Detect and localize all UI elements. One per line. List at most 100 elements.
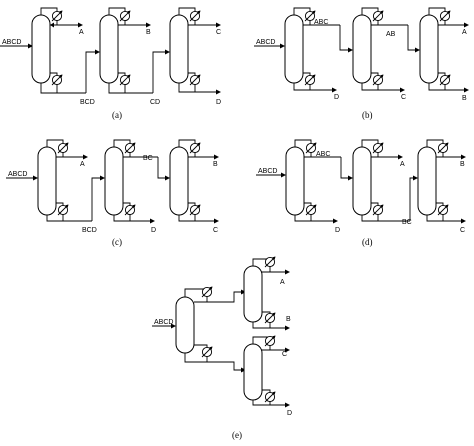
distillation-column [104, 146, 124, 216]
panel-a: ABCD A BCD B [0, 7, 221, 120]
feed-label-a1: ABCD [2, 39, 21, 46]
link-label-b2: AB [386, 31, 396, 38]
bottom-product-label-b2: C [401, 94, 406, 101]
bottom-product-label-c3: C [213, 227, 218, 234]
distillation-column [352, 146, 372, 216]
link-label-a1: BCD [80, 99, 95, 106]
panel-c: ABCD A BCD D BC [6, 139, 219, 247]
reboiler-icon [437, 204, 449, 216]
reboiler-icon [189, 204, 201, 216]
reboiler-icon [189, 74, 201, 86]
condenser-icon [189, 10, 201, 22]
top-product-label-a2: B [146, 29, 151, 36]
condenser-icon [124, 142, 136, 154]
link-label-d2: BC [402, 219, 412, 226]
column-a3: C D [169, 7, 221, 106]
top-product-label-d3: B [460, 161, 465, 168]
bottom-product-label-b1: D [334, 94, 339, 101]
distillation-column [37, 146, 57, 216]
column-a1: ABCD A [0, 7, 86, 94]
caption-c: (c) [112, 237, 122, 247]
feed-label-e: ABCD [154, 319, 173, 326]
distillation-column [175, 296, 195, 354]
condenser-icon [305, 142, 317, 154]
condenser-icon [51, 10, 63, 22]
top-product-label-c1: A [80, 161, 85, 168]
feed-label-c1: ABCD [8, 171, 27, 178]
distillation-column [169, 146, 189, 216]
feed-label-b1: ABCD [256, 39, 275, 46]
reboiler-icon [264, 312, 276, 324]
condenser-icon [372, 10, 384, 22]
bottom-product-label-a3: D [216, 99, 221, 106]
panel-b: ABCD D ABC C AB [254, 7, 469, 120]
caption-a: (a) [112, 110, 122, 120]
condenser-icon [119, 10, 131, 22]
caption-b: (b) [362, 110, 373, 120]
distillation-column [352, 14, 372, 84]
bottom-product-label-c2: D [151, 227, 156, 234]
column-e-main: ABCD [152, 286, 246, 373]
top-product-label-e-upper: A [280, 279, 285, 286]
distillation-column [419, 14, 439, 84]
distillation-column [31, 14, 51, 84]
condenser-icon [201, 286, 213, 298]
link-label-a2: CD [150, 99, 160, 106]
bottom-product-label-d1: D [335, 227, 340, 234]
distillation-column [285, 146, 305, 216]
reboiler-icon [201, 346, 213, 358]
top-product-label-c3: B [213, 161, 218, 168]
reboiler-icon [124, 204, 136, 216]
column-a2: B [99, 7, 153, 94]
top-product-label-a1: A [79, 29, 84, 36]
reboiler-icon [439, 74, 451, 86]
distillation-column [284, 14, 304, 84]
condenser-icon [437, 142, 449, 154]
column-c1: ABCD A [6, 139, 92, 222]
reboiler-icon [51, 74, 63, 86]
top-product-label-d2: A [400, 161, 405, 168]
condenser-icon [57, 142, 69, 154]
top-product-label-a3: C [216, 29, 221, 36]
reboiler-icon [304, 74, 316, 86]
column-c2: D [104, 139, 158, 234]
condenser-icon [189, 142, 201, 154]
link-label-b1: ABC [314, 19, 328, 26]
reboiler-icon [264, 391, 276, 403]
column-d3: B C [417, 139, 466, 234]
distillation-column [99, 14, 119, 84]
reboiler-icon [372, 74, 384, 86]
reboiler-icon [305, 204, 317, 216]
bottom-product-label-b3: B [462, 95, 467, 102]
column-d1: ABCD D [256, 139, 341, 234]
column-e-upper: A B [243, 256, 291, 331]
column-b3: A B [419, 7, 469, 102]
column-d2: A [352, 139, 410, 222]
link-label-d1: ABC [316, 151, 330, 158]
caption-d: (d) [362, 237, 373, 247]
reboiler-icon [372, 204, 384, 216]
distillation-column [243, 343, 263, 401]
condenser-icon [439, 10, 451, 22]
top-product-label-e-lower: C [282, 351, 287, 358]
top-product-label-b3: A [462, 29, 467, 36]
caption-e: (e) [232, 430, 242, 440]
panel-d: ABCD D ABC A BC [256, 139, 466, 247]
condenser-icon [372, 142, 384, 154]
column-e-lower: C D [243, 335, 292, 417]
link-label-c1: BCD [82, 227, 97, 234]
reboiler-icon [57, 204, 69, 216]
bottom-product-label-e-upper: B [286, 316, 291, 323]
column-b2: C [352, 7, 408, 101]
link-label-c2: BC [143, 155, 153, 162]
reboiler-icon [119, 74, 131, 86]
panel-e: ABCD A B [152, 256, 292, 440]
distillation-column [417, 146, 437, 216]
distillation-column [243, 265, 263, 323]
distillation-column [169, 14, 189, 84]
feed-label-d1: ABCD [258, 168, 277, 175]
bottom-product-label-d3: C [460, 227, 465, 234]
column-b1: ABCD D [254, 7, 340, 101]
